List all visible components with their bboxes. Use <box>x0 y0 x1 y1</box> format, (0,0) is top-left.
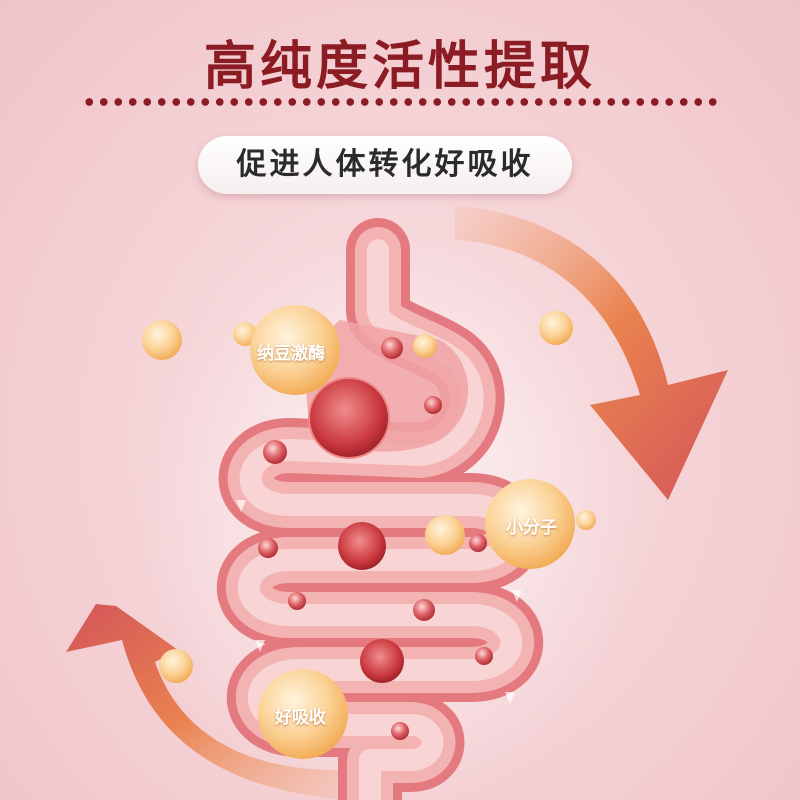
label-good-absorption: 好吸收 <box>275 708 326 728</box>
bubble <box>159 649 193 683</box>
bubble-nattokinase <box>250 305 340 395</box>
small-cell <box>263 440 287 464</box>
dotted-divider <box>82 97 718 107</box>
bubble <box>539 311 573 345</box>
big-cell <box>360 639 404 683</box>
arrow-right-icon <box>455 205 728 500</box>
small-cell <box>391 722 409 740</box>
label-nattokinase: 纳豆激酶 <box>257 344 325 364</box>
bubble <box>576 510 596 530</box>
label-small-molecule: 小分子 <box>506 518 557 538</box>
small-cell <box>381 337 403 359</box>
flow-arrow-icon <box>505 692 515 704</box>
subtitle-text: 促进人体转化好吸收 <box>236 147 534 182</box>
bubble <box>425 515 465 555</box>
bubble <box>233 322 257 346</box>
flow-arrow-icon <box>236 500 246 512</box>
small-cell <box>469 534 487 552</box>
page-title: 高纯度活性提取 <box>203 37 596 97</box>
small-cell <box>413 599 435 621</box>
flow-arrow-icon <box>512 590 522 602</box>
subtitle-pill: 促进人体转化好吸收 <box>198 136 572 194</box>
arrow-left-icon <box>66 604 345 800</box>
small-cell <box>258 538 278 558</box>
big-cell <box>338 522 386 570</box>
small-cell <box>424 396 442 414</box>
small-cell <box>475 647 493 665</box>
bubble-small-molecule <box>485 479 575 569</box>
flow-arrow-icon <box>255 640 265 652</box>
bubble <box>142 320 182 360</box>
small-cell <box>288 592 306 610</box>
bubble-good-absorption <box>258 669 348 759</box>
big-cell <box>308 377 390 459</box>
bubble <box>413 334 437 358</box>
